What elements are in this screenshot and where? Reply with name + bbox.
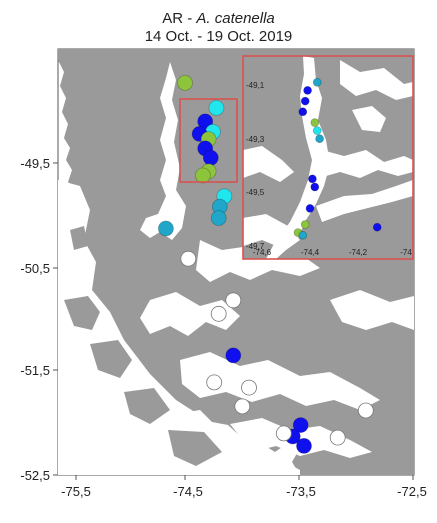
inset-station-marker-9 bbox=[310, 182, 320, 192]
station-marker-8 bbox=[202, 149, 219, 166]
inset-station-marker-14 bbox=[372, 222, 382, 232]
inset-lake-east bbox=[352, 106, 386, 132]
inset-station-marker-11 bbox=[300, 220, 310, 229]
inset-frame bbox=[242, 55, 414, 260]
main-map-y-ticks: -49,5 -50,5 -51,5 -52,5 bbox=[20, 156, 58, 483]
inset-map-x-ticks: -74,6 -74,4 -74,2 -74 bbox=[253, 248, 412, 257]
zoom-box bbox=[179, 98, 238, 183]
inset-station-marker-6 bbox=[312, 126, 322, 136]
station-marker-22 bbox=[234, 398, 251, 415]
coast-channel-west bbox=[58, 180, 300, 475]
fjord-channel-far-south bbox=[230, 418, 372, 458]
station-marker-28 bbox=[357, 402, 374, 419]
station-marker-10 bbox=[194, 167, 211, 184]
station-marker-19 bbox=[225, 347, 242, 364]
inset-station-marker-8 bbox=[307, 174, 317, 184]
inset-station-marker-7 bbox=[315, 134, 325, 144]
inset-channel-south bbox=[243, 214, 300, 250]
station-marker-15 bbox=[157, 220, 174, 237]
island-west-5 bbox=[70, 226, 88, 250]
title-prefix: AR - bbox=[162, 10, 197, 27]
main-y-tick-3: -51,5 bbox=[20, 363, 50, 378]
station-marker-25 bbox=[296, 437, 312, 454]
station-marker-2 bbox=[208, 100, 225, 116]
station-marker-16 bbox=[180, 250, 197, 267]
main-y-tick-2: -50,5 bbox=[20, 261, 50, 276]
inset-x-tick-2: -74,4 bbox=[301, 248, 320, 257]
island-west-4 bbox=[168, 430, 222, 466]
inset-map-y-ticks: -49,1 -49,3 -49,5 -49,7 bbox=[246, 81, 265, 251]
inset-map: -74,6 -74,4 -74,2 -74 -49,1 -49,3 -49,5 … bbox=[242, 55, 414, 260]
inset-x-tick-3: -74,2 bbox=[349, 248, 368, 257]
inset-y-tick-3: -49,5 bbox=[246, 188, 265, 197]
station-marker-21 bbox=[241, 379, 257, 396]
inset-station-marker-1 bbox=[312, 77, 322, 87]
inset-station-marker-10 bbox=[305, 203, 315, 213]
inset-x-tick-4: -74 bbox=[400, 248, 412, 257]
fjord-channel-north bbox=[140, 62, 186, 240]
station-marker-18 bbox=[210, 305, 227, 322]
station-marker-26 bbox=[329, 429, 346, 446]
island-west-1 bbox=[64, 296, 100, 330]
inset-channel-north-east bbox=[340, 60, 413, 100]
inset-channel-east bbox=[322, 150, 413, 178]
main-x-tick-3: -73,5 bbox=[286, 484, 316, 499]
inset-station-marker-2 bbox=[303, 86, 313, 95]
main-x-tick-1: -75,5 bbox=[61, 484, 91, 499]
main-y-tick-4: -52,5 bbox=[20, 468, 50, 483]
station-marker-1 bbox=[177, 75, 193, 91]
inset-y-tick-4: -49,7 bbox=[246, 242, 265, 251]
inset-channel-southeast bbox=[316, 180, 413, 222]
station-marker-27 bbox=[275, 425, 292, 442]
island-west-2 bbox=[90, 340, 132, 378]
main-x-tick-2: -74,5 bbox=[173, 484, 203, 499]
station-marker-17 bbox=[225, 292, 242, 309]
fjord-channel-center bbox=[140, 292, 240, 336]
title-line-1: AR - A. catenella bbox=[0, 10, 437, 28]
fjord-channel-south bbox=[180, 352, 380, 410]
inset-y-tick-2: -49,3 bbox=[246, 135, 265, 144]
inset-station-marker-3 bbox=[300, 96, 310, 106]
inset-station-marker-13 bbox=[298, 230, 308, 240]
title-species: A. catenella bbox=[196, 10, 275, 27]
station-marker-20 bbox=[206, 374, 223, 391]
station-marker-3 bbox=[197, 113, 214, 130]
inset-channel-west bbox=[243, 146, 294, 182]
inset-x-tick-1: -74,6 bbox=[253, 248, 272, 257]
station-marker-14 bbox=[210, 210, 227, 227]
station-marker-23 bbox=[292, 417, 309, 434]
inset-map-stations bbox=[293, 77, 382, 240]
main-y-tick-1: -49,5 bbox=[20, 156, 50, 171]
title-dates: 14 Oct. - 19 Oct. 2019 bbox=[144, 28, 293, 45]
island-west-3 bbox=[124, 388, 170, 424]
inset-station-marker-5 bbox=[310, 118, 320, 127]
inner-sound-east bbox=[330, 290, 414, 330]
main-map-stations bbox=[157, 75, 374, 454]
fjord-channel-mid bbox=[196, 240, 320, 282]
main-map-x-ticks: -75,5 -74,5 -73,5 -72,5 bbox=[61, 475, 427, 499]
main-x-tick-4: -72,5 bbox=[397, 484, 427, 499]
inset-y-tick-1: -49,1 bbox=[246, 81, 265, 90]
inset-channel-main bbox=[266, 56, 330, 259]
inset-station-marker-4 bbox=[298, 107, 308, 117]
map-title: AR - A. catenella 14 Oct. - 19 Oct. 2019 bbox=[0, 10, 437, 46]
